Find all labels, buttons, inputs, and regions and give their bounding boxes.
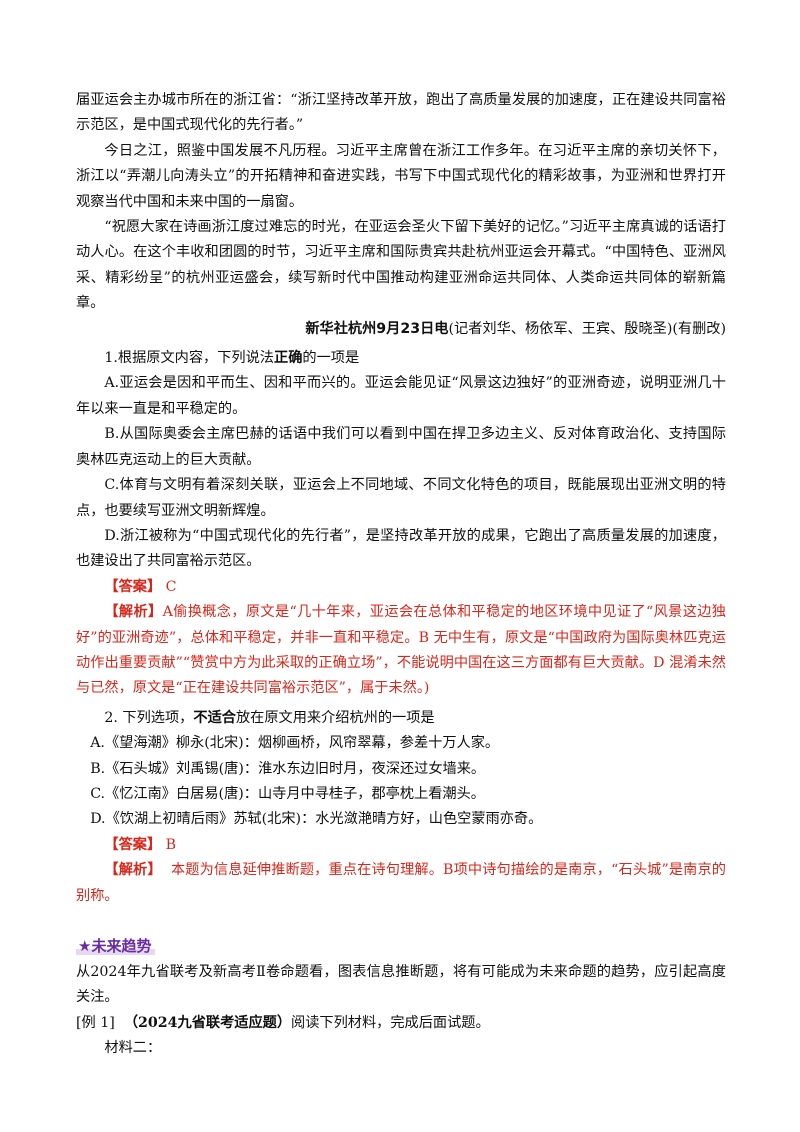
question-2-stem: 2. 下列选项，不适合放在原文用来介绍杭州的一项是 <box>104 709 435 726</box>
question-1-answer-value: C <box>165 578 177 595</box>
question-1-stem: 1.根据原文内容，下列说法正确的一项是 <box>104 350 360 367</box>
question-2-option-d: D.《饮湖上初晴后雨》苏轼(北宋)：水光潋滟晴方好，山色空蒙雨亦奇。 <box>90 811 543 828</box>
article-paragraph-1: 届亚运会主办城市所在的浙江省：“浙江坚持改革开放，跑出了高质量发展的加速度，正在… <box>76 92 726 134</box>
question-1-analysis: 【解析】A偷换概念，原文是“几十年来，亚运会在总体和平稳定的地区环境中见证了“风… <box>76 604 726 697</box>
byline-authors: (记者刘华、杨依军、王宾、殷晓圣)(有删改) <box>448 320 726 337</box>
document-page: 届亚运会主办城市所在的浙江省：“浙江坚持改革开放，跑出了高质量发展的加速度，正在… <box>76 88 726 1062</box>
example-1-source: （2024九省联考适应题） <box>123 1014 292 1031</box>
question-1-option-a: A.亚运会是因和平而生、因和平而兴的。亚运会能见证“风景这边独好”的亚洲奇迹，说… <box>76 375 726 417</box>
material-label: 材料二： <box>104 1040 162 1057</box>
question-2-answer-value: B <box>165 836 177 853</box>
section-title-future-trend: ★未来趋势 <box>76 935 156 956</box>
article-paragraph-2: 今日之江，照鉴中国发展不凡历程。习近平主席曾在浙江工作多年。在习近平主席的亲切关… <box>76 142 726 210</box>
question-2-option-c: C.《忆江南》白居易(唐)：山寺月中寻桂子，郡亭枕上看潮头。 <box>90 785 485 802</box>
question-2-option-a: A.《望海潮》柳永(北宋)：烟柳画桥，风帘翠幕，参差十万人家。 <box>90 735 500 752</box>
question-2-option-b: B.《石头城》刘禹锡(唐)：淮水东边旧时月，夜深还过女墙来。 <box>90 760 486 777</box>
trend-paragraph: 从2024年九省联考及新高考Ⅱ卷命题看，图表信息推断题，将有可能成为未来命题的趋… <box>76 964 726 1006</box>
byline-source: 新华社杭州9月23日电 <box>305 320 449 337</box>
question-1-option-b: B.从国际奥委会主席巴赫的话语中我们可以看到中国在捍卫多边主义、反对体育政治化、… <box>76 426 726 468</box>
question-2-keyword: 不适合 <box>193 709 236 726</box>
article-byline: 新华社杭州9月23日电(记者刘华、杨依军、王宾、殷晓圣)(有删改) <box>76 317 726 342</box>
question-2-answer: 【答案】 B <box>104 836 177 853</box>
example-1-heading: [例 1] （2024九省联考适应题）阅读下列材料，完成后面试题。 <box>76 1014 490 1031</box>
question-1-answer: 【答案】 C <box>104 578 177 595</box>
question-1-option-d: D.浙江被称为“中国式现代化的先行者”，是坚持改革开放的成果，它跑出了高质量发展… <box>76 527 726 570</box>
article-paragraph-3: “祝愿大家在诗画浙江度过难忘的时光，在亚运会圣火下留下美好的记忆。”习近平主席真… <box>76 219 726 312</box>
question-1-option-c: C.体育与文明有着深刻关联，亚运会上不同地域、不同文化特色的项目，既能展现出亚洲… <box>76 477 726 519</box>
question-2-analysis: 【解析】 本题为信息延伸推断题，重点在诗句理解。B项中诗句描绘的是南京，“石头城… <box>76 862 726 904</box>
question-1-keyword: 正确 <box>274 350 303 367</box>
